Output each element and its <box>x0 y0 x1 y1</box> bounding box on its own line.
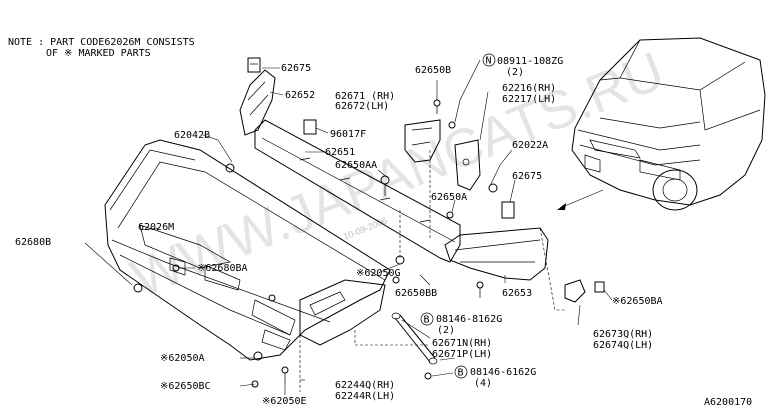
bumper-fascia <box>104 139 391 361</box>
label-08911: 08911-108ZG <box>497 56 563 67</box>
label-62675-right: 62675 <box>512 171 542 182</box>
note-line-2: OF ※ MARKED PARTS <box>46 48 151 59</box>
label-62022A: 62022A <box>512 140 548 151</box>
label-62675-top: 62675 <box>281 63 311 74</box>
label-62650A: 62650A <box>431 192 467 203</box>
label-62217-lh: 62217(LH) <box>502 94 556 105</box>
lower-side-piece <box>299 279 386 346</box>
label-62050E: ※62050E <box>262 396 307 407</box>
arrow-head-icon <box>557 203 566 210</box>
label-62650BB: 62650BB <box>395 288 437 299</box>
bracket-62216 <box>454 139 481 191</box>
right-side-fascia <box>444 227 549 281</box>
left-stay-bracket <box>239 69 276 136</box>
label-62680B: 62680B <box>15 237 51 248</box>
label-96017F: 96017F <box>330 129 366 140</box>
diagram-code: A6200170 <box>704 397 752 408</box>
circle-n-letter: N <box>486 56 492 67</box>
label-62244Q-rh: 62244Q(RH) <box>335 380 395 391</box>
label-62680BA: ※62680BA <box>197 263 248 274</box>
label-62042B: 62042B <box>174 130 210 141</box>
label-62650B: 62650B <box>415 65 451 76</box>
note-line-1: NOTE : PART CODE62026M CONSISTS <box>8 37 195 48</box>
label-62672-lh: 62672(LH) <box>335 101 389 112</box>
label-08146-8162: 08146-8162G <box>436 314 502 325</box>
label-62673Q-rh: 62673Q(RH) <box>593 329 653 340</box>
label-62216-rh: 62216(RH) <box>502 83 556 94</box>
circle-n-icon <box>482 53 496 67</box>
label-62026M: 62026M <box>138 222 174 233</box>
bumper-reinforcement <box>254 119 461 263</box>
label-62671-rh: 62671 (RH) <box>335 91 395 102</box>
label-62671P-lh: 62671P(LH) <box>432 349 492 360</box>
label-62050G: ※62050G <box>356 268 401 279</box>
label-62674Q-lh: 62674Q(LH) <box>593 340 653 351</box>
label-08146-6162: 08146-6162G <box>470 367 536 378</box>
arrow-line <box>559 189 604 209</box>
label-62650BC: ※62650BC <box>160 381 211 392</box>
label-62653: 62653 <box>502 288 532 299</box>
side-bracket-62673 <box>564 279 605 303</box>
label-62650AA: 62650AA <box>335 160 377 171</box>
clip-62675-right <box>501 201 515 219</box>
clip-96017F <box>303 119 317 135</box>
circle-b-icon-1 <box>420 312 434 326</box>
circle-b-letter-1: B <box>424 315 430 326</box>
label-62244R-lh: 62244R(LH) <box>335 391 395 402</box>
vehicle-outline <box>571 37 766 211</box>
label-08146-6162-qty: (4) <box>474 378 492 389</box>
label-62671N-rh: 62671N(RH) <box>432 338 492 349</box>
circle-b-icon-2 <box>454 365 468 379</box>
label-08146-8162-qty: (2) <box>437 325 455 336</box>
link-rod <box>391 312 438 365</box>
label-62651: 62651 <box>325 147 355 158</box>
label-08911-qty: (2) <box>506 67 524 78</box>
label-62650BA: ※62650BA <box>612 296 663 307</box>
label-62050A: ※62050A <box>160 353 205 364</box>
leader-lines <box>84 59 613 395</box>
label-62652: 62652 <box>285 90 315 101</box>
circle-b-letter-2: B <box>458 368 464 379</box>
clip-62675-top <box>247 57 261 73</box>
guide-lines <box>299 150 565 392</box>
